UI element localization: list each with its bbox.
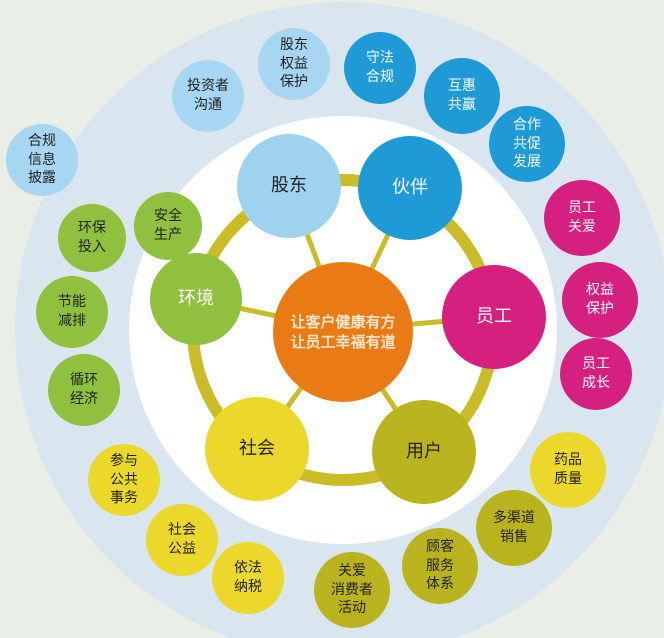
topic-bubble: 环保 投入 bbox=[58, 204, 126, 272]
topic-label: 投资者 沟通 bbox=[187, 78, 229, 113]
topic-bubble: 权益 保护 bbox=[562, 262, 638, 338]
topic-bubble: 多渠道 销售 bbox=[476, 490, 552, 566]
topic-label: 员工 关爱 bbox=[568, 200, 596, 235]
topic-label: 社会 公益 bbox=[168, 522, 196, 557]
topic-bubble: 合作 共促 发展 bbox=[489, 106, 565, 182]
topic-bubble: 参与 公共 事务 bbox=[88, 444, 160, 516]
topic-label: 合规 信息 披露 bbox=[28, 132, 56, 187]
topic-bubble: 安全 生产 bbox=[134, 192, 202, 260]
topic-label: 顾客 服务 体系 bbox=[426, 538, 454, 593]
stakeholder-label: 股东 bbox=[271, 174, 307, 196]
stakeholder-partner: 伙伴 bbox=[358, 136, 462, 240]
stakeholder-label: 伙伴 bbox=[392, 176, 428, 198]
topic-bubble: 社会 公益 bbox=[146, 504, 218, 576]
topic-bubble: 药品 质量 bbox=[530, 432, 606, 508]
topic-bubble: 互惠 共赢 bbox=[424, 58, 500, 134]
stakeholder-user: 用户 bbox=[372, 400, 476, 504]
topic-bubble: 合规 信息 披露 bbox=[6, 124, 78, 196]
topic-label: 循环 经济 bbox=[70, 372, 98, 407]
stakeholder-environment: 环境 bbox=[150, 253, 242, 345]
topic-label: 多渠道 销售 bbox=[493, 510, 535, 545]
topic-bubble: 员工 成长 bbox=[560, 338, 632, 410]
topic-label: 互惠 共赢 bbox=[448, 78, 476, 113]
topic-label: 合作 共促 发展 bbox=[513, 116, 541, 171]
stakeholder-employee: 员工 bbox=[442, 265, 546, 369]
stakeholder-label: 员工 bbox=[476, 305, 512, 327]
topic-bubble: 依法 纳税 bbox=[212, 542, 284, 614]
topic-bubble: 关爱 消费者 活动 bbox=[314, 552, 390, 628]
topic-bubble: 股东 权益 保护 bbox=[258, 28, 330, 100]
stakeholder-label: 社会 bbox=[239, 437, 275, 459]
topic-bubble: 守法 合规 bbox=[344, 32, 416, 104]
topic-bubble: 循环 经济 bbox=[48, 354, 120, 426]
topic-label: 员工 成长 bbox=[582, 356, 610, 391]
topic-label: 安全 生产 bbox=[154, 208, 182, 243]
stakeholder-label: 环境 bbox=[178, 287, 214, 309]
center-core: 让客户健康有方 让员工幸福有道 bbox=[273, 262, 413, 402]
topic-label: 环保 投入 bbox=[78, 220, 106, 255]
topic-label: 关爱 消费者 活动 bbox=[331, 562, 373, 617]
topic-label: 药品 质量 bbox=[554, 452, 582, 487]
topic-label: 股东 权益 保护 bbox=[280, 36, 308, 91]
topic-label: 参与 公共 事务 bbox=[110, 452, 138, 507]
stakeholder-shareholder: 股东 bbox=[237, 134, 341, 238]
topic-label: 节能 减排 bbox=[58, 294, 86, 329]
topic-bubble: 节能 减排 bbox=[36, 276, 108, 348]
topic-label: 权益 保护 bbox=[586, 282, 614, 317]
topic-bubble: 投资者 沟通 bbox=[172, 60, 244, 132]
topic-label: 依法 纳税 bbox=[234, 560, 262, 595]
stakeholder-society: 社会 bbox=[205, 397, 309, 501]
stakeholder-label: 用户 bbox=[406, 440, 442, 462]
center-text: 让客户健康有方 让员工幸福有道 bbox=[290, 312, 396, 351]
topic-bubble: 顾客 服务 体系 bbox=[402, 528, 478, 604]
topic-bubble: 员工 关爱 bbox=[544, 180, 620, 256]
topic-label: 守法 合规 bbox=[366, 50, 394, 85]
